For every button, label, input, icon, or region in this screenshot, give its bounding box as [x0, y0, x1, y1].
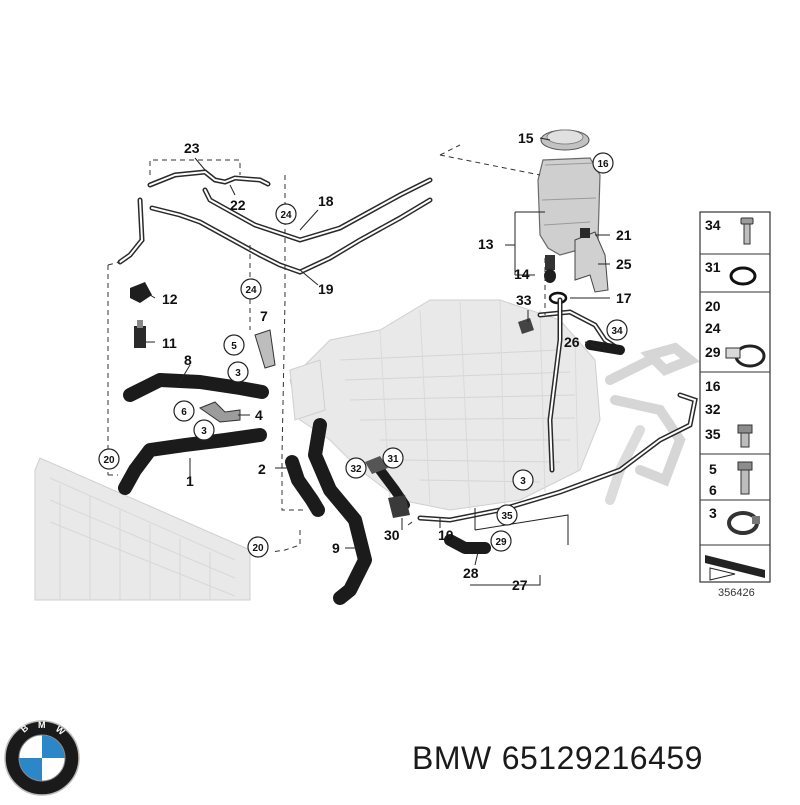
callout-26: 26	[564, 334, 580, 350]
callout-9: 9	[332, 540, 340, 556]
callout-28: 28	[463, 565, 479, 581]
callout-24-mid: 24	[240, 278, 262, 300]
callout-32: 32	[345, 457, 367, 479]
callout-25: 25	[616, 256, 632, 272]
svg-text:16: 16	[597, 159, 609, 170]
callout-16: 16	[592, 152, 614, 174]
callout-11: 11	[162, 335, 177, 351]
svg-text:35: 35	[501, 511, 513, 522]
engine-block-ghost	[289, 299, 601, 511]
svg-text:6: 6	[709, 482, 717, 498]
legend-row-34: 34	[705, 217, 754, 245]
callout-13: 13	[478, 236, 494, 252]
callout-17: 17	[616, 290, 632, 306]
callout-7: 7	[260, 308, 268, 324]
legend-row-16-32-35: 16 32 35	[705, 378, 753, 448]
svg-text:34: 34	[705, 217, 721, 233]
callout-3-b: 3	[193, 419, 215, 441]
hex-bolt-icon	[737, 461, 753, 495]
callout-22: 22	[230, 197, 246, 213]
callout-14: 14	[514, 266, 530, 282]
callout-24-top: 24	[275, 203, 297, 225]
callout-23: 23	[184, 140, 200, 156]
parts-legend: 34 31 20 24 29 16 32 35	[699, 211, 771, 599]
svg-text:20: 20	[103, 455, 115, 466]
legend-row-gasket	[705, 555, 765, 581]
o-ring-icon	[729, 266, 757, 286]
callout-18: 18	[318, 193, 334, 209]
svg-text:5: 5	[709, 461, 717, 477]
radiator-ghost	[34, 457, 251, 601]
callout-20-left: 20	[98, 448, 120, 470]
gasket-arrow-icon	[705, 555, 765, 581]
legend-row-5-6: 5 6	[709, 461, 753, 498]
callout-8: 8	[184, 352, 192, 368]
callout-29: 29	[490, 530, 512, 552]
svg-text:M: M	[38, 720, 46, 730]
svg-text:3: 3	[709, 505, 717, 521]
svg-text:3: 3	[520, 476, 526, 487]
dashed-guides	[107, 144, 546, 553]
svg-text:32: 32	[350, 464, 362, 475]
callout-20-bottom: 20	[247, 536, 269, 558]
callout-3-c: 3	[512, 469, 534, 491]
svg-text:31: 31	[705, 259, 721, 275]
brand-name: BMW	[412, 740, 492, 776]
callout-34: 34	[606, 319, 628, 341]
callout-27: 27	[512, 577, 528, 593]
callout-21: 21	[616, 227, 632, 243]
tank-bracket	[574, 228, 609, 293]
callout-5: 5	[223, 334, 245, 356]
legend-row-20-24-29: 20 24 29	[705, 298, 766, 368]
svg-text:24: 24	[705, 320, 721, 336]
circled-callouts: 24 24 5 3 6 3 20 20 32 31 3 35 29 16 34	[98, 152, 628, 558]
hex-bolt-icon	[737, 424, 753, 448]
callout-3-a: 3	[227, 361, 249, 383]
diagram-number: 356426	[718, 587, 755, 599]
svg-text:6: 6	[181, 407, 187, 418]
svg-text:3: 3	[235, 368, 241, 379]
svg-text:32: 32	[705, 401, 721, 417]
legend-row-31: 31	[705, 259, 757, 286]
svg-text:34: 34	[611, 326, 623, 337]
callout-30: 30	[384, 527, 400, 543]
small-parts	[130, 282, 534, 518]
svg-text:29: 29	[705, 344, 721, 360]
tank-cap	[540, 129, 590, 151]
callout-2: 2	[258, 461, 266, 477]
hose-clamp-icon	[725, 344, 766, 368]
bmw-logo: B M W	[4, 720, 80, 796]
callout-labels: 23 22 18 19 12 11 7 8 4 1 2 9 30 10 28 2…	[162, 130, 632, 593]
bolt-icon	[740, 217, 754, 245]
legend-row-3: 3	[709, 505, 760, 535]
ghost-hoses-right	[605, 342, 700, 505]
callout-19: 19	[318, 281, 334, 297]
svg-text:3: 3	[201, 426, 207, 437]
svg-text:24: 24	[245, 285, 257, 296]
callout-10: 10	[438, 527, 454, 543]
svg-text:20: 20	[705, 298, 721, 314]
callout-15: 15	[518, 130, 534, 146]
callout-35: 35	[496, 504, 518, 526]
svg-text:5: 5	[231, 341, 237, 352]
part-number: 65129216459	[501, 740, 703, 776]
svg-text:B: B	[19, 722, 31, 734]
callout-4: 4	[255, 407, 263, 423]
svg-text:29: 29	[495, 537, 507, 548]
svg-text:20: 20	[252, 543, 264, 554]
band-clamp-icon	[727, 511, 760, 535]
svg-text:24: 24	[280, 210, 292, 221]
callout-1: 1	[186, 473, 194, 489]
callout-6: 6	[173, 400, 195, 422]
callout-33: 33	[516, 292, 532, 308]
callout-31: 31	[382, 447, 404, 469]
leader-lines	[146, 137, 610, 586]
svg-text:31: 31	[387, 454, 399, 465]
svg-text:35: 35	[705, 426, 721, 442]
svg-text:16: 16	[705, 378, 721, 394]
callout-12: 12	[162, 291, 178, 307]
